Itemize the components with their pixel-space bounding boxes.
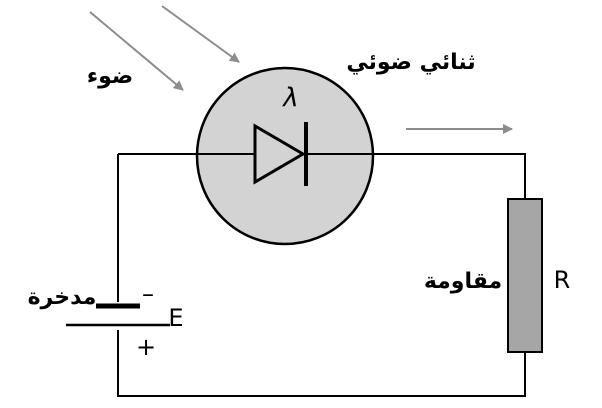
bottom-wire (117, 330, 526, 397)
light-label: ضوء (87, 64, 133, 89)
emf-label: E (168, 304, 183, 332)
lambda-label: λ (281, 83, 298, 113)
resistor-label: مقاومة (424, 269, 502, 294)
light-ray-arrow-icon (161, 5, 240, 63)
resistor-icon (507, 198, 543, 353)
diode-icon (253, 122, 308, 186)
battery-plus-label: + (136, 333, 156, 361)
battery-icon (66, 303, 170, 327)
light-rays (89, 5, 240, 91)
resistor-symbol-label: R (554, 266, 571, 294)
battery-label: مدخرة (28, 285, 97, 310)
battery-minus-label: – (142, 280, 154, 308)
photodiode-label: ثنائي ضوئي (346, 50, 475, 75)
light-ray-arrow-icon (89, 11, 184, 91)
